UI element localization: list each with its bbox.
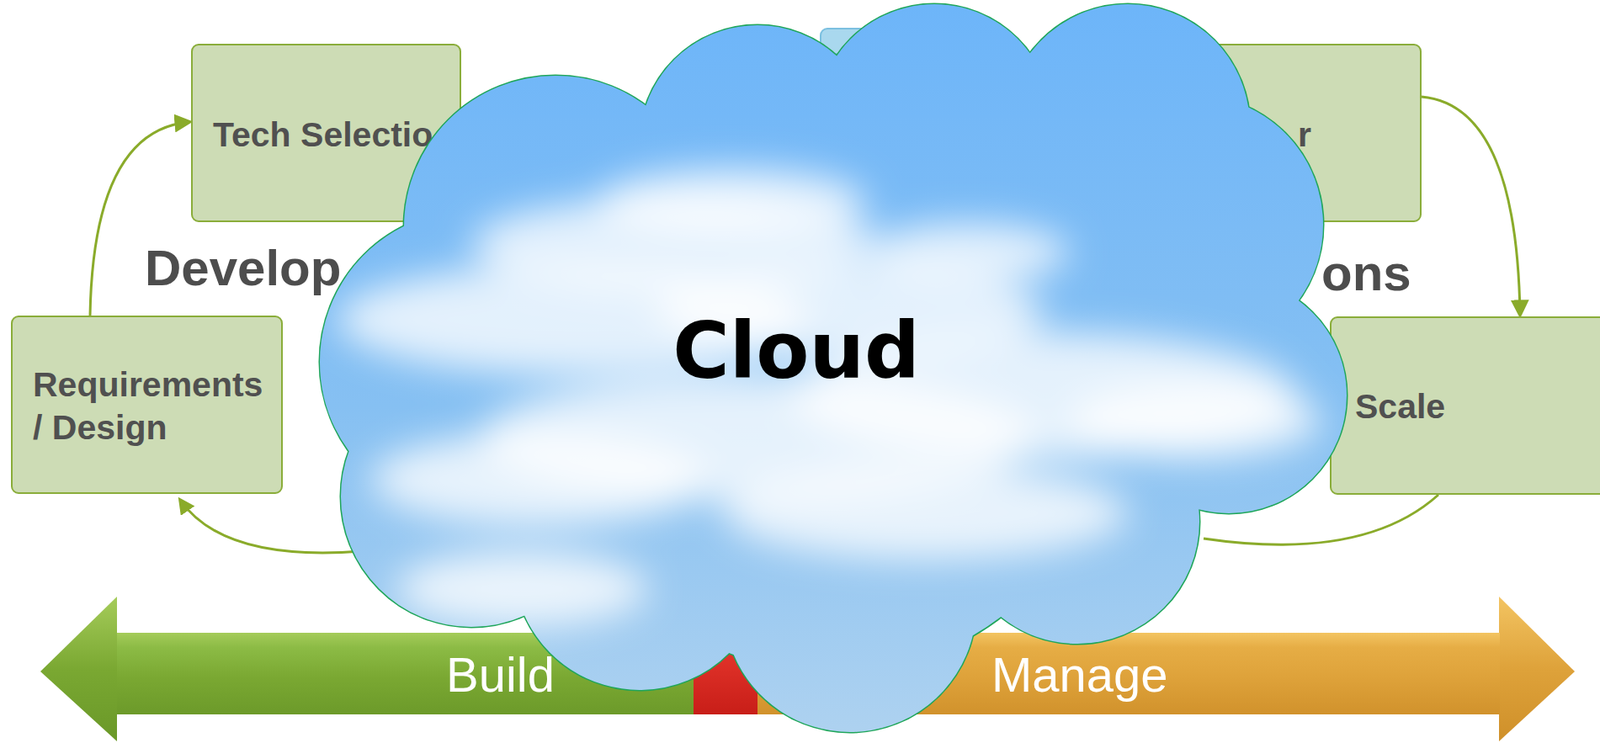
process-box: Scale [1329,316,1600,495]
phase-label: Build [446,650,555,700]
cloud-puffs [336,168,1322,628]
cloud-puff [1068,382,1322,459]
arrow-head-left [40,596,117,742]
cycle-connector [1421,96,1521,315]
sky-fill [319,4,1351,737]
cloud-label: Cloud [672,313,920,391]
phase-label: Manage [991,650,1169,700]
cloud-puff [866,223,1069,282]
arrow-head-right [1499,596,1575,742]
process-box: Requirements / Design [10,315,283,495]
cloud-puff [597,168,867,236]
box-label: r [1297,113,1399,157]
cycle-arc [180,499,362,553]
cloud-puff [370,433,707,527]
cloud-shape: Cloud [319,4,1351,737]
cloud-puff [723,467,1128,560]
cloud-puff [395,551,649,628]
box-label: Requirements / Design [32,363,273,451]
cloud-fill [319,4,1351,737]
phase-heading: ons [1321,248,1412,299]
box-label: Scale [1355,385,1591,429]
phase-heading: Develop [144,243,341,294]
